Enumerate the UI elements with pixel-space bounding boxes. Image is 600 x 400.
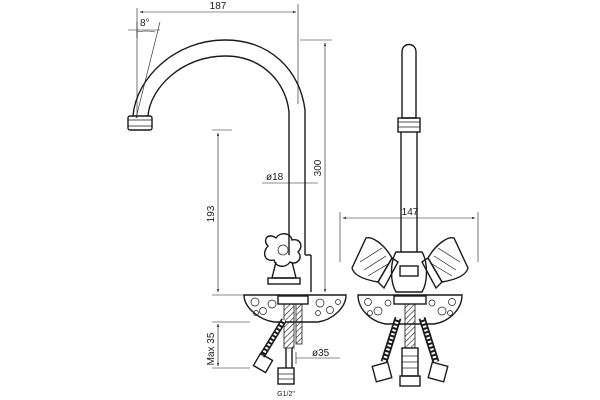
- dim-label-147: 147: [402, 207, 419, 218]
- dim-pipe-diameter: ø18: [262, 172, 318, 188]
- spout-outer: [132, 39, 306, 255]
- handle-front: [263, 233, 312, 292]
- dim-width-top: 187: [136, 1, 299, 104]
- dim-label-187: 187: [210, 1, 227, 12]
- mounting-side: [371, 303, 449, 387]
- dim-label-300: 300: [313, 159, 324, 176]
- dim-base-diameter: ø35: [295, 348, 340, 364]
- dim-angle: 8°: [128, 18, 161, 119]
- spout-side: [401, 43, 417, 119]
- body-center: [390, 251, 428, 293]
- handle-left: [351, 237, 399, 290]
- dim-label-angle: 8°: [140, 18, 150, 29]
- spout-tip: [127, 115, 153, 131]
- dim-label-thread: G1/2": [277, 391, 295, 398]
- side-view: 147: [339, 43, 479, 387]
- spout-inner: [147, 55, 290, 255]
- mounting-front: [252, 303, 303, 385]
- dim-label-d18: ø18: [266, 172, 284, 183]
- base-front: [243, 294, 347, 323]
- front-view: 187 8° 300: [127, 1, 347, 398]
- dim-spout-height: 193: [206, 129, 248, 296]
- handle-right: [421, 237, 469, 290]
- dim-label-193: 193: [206, 205, 217, 222]
- dim-width-side: 147: [339, 207, 479, 262]
- dim-label-d35: ø35: [312, 348, 330, 359]
- dim-max-depth: Max 35: [206, 321, 250, 369]
- dim-label-max35: Max 35: [206, 332, 217, 365]
